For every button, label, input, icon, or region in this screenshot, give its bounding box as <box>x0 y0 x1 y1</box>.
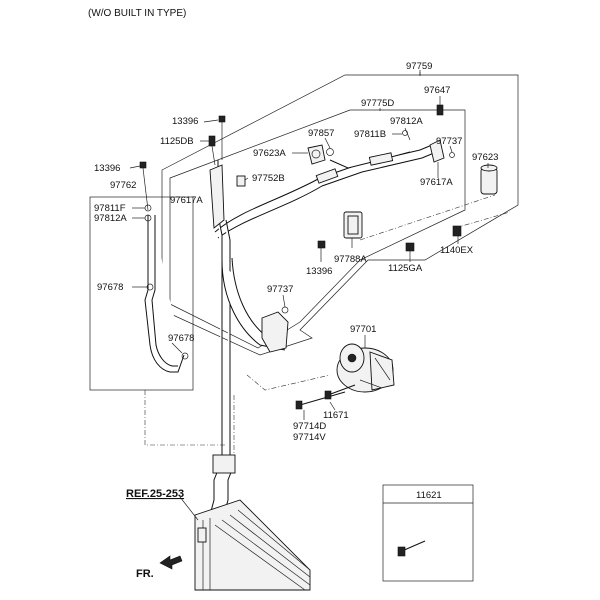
nut-13396-mid <box>317 240 326 249</box>
label-97759: 97759 <box>406 61 432 72</box>
label-97737-mid: 97737 <box>267 284 293 295</box>
bolt-1125DB <box>208 135 216 166</box>
label-1140EX: 1140EX <box>440 245 474 256</box>
bolt-13396-left <box>139 161 149 211</box>
bracket-97617A-right <box>429 139 445 163</box>
label-11671: 11671 <box>323 410 349 421</box>
bolt-1125GA <box>405 242 415 252</box>
diagram-title: (W/O BUILT IN TYPE) <box>88 8 186 19</box>
ref-line-compressor <box>246 374 331 391</box>
label-97617A-left: 97617A <box>170 195 203 206</box>
assembly-outline-97775D <box>169 109 466 349</box>
condenser <box>194 499 311 591</box>
hose-sleeve-upper <box>368 152 394 166</box>
pipe-condenser-inlet <box>209 469 219 516</box>
label-97714V: 97714V <box>293 432 326 443</box>
label-97812A-top: 97812A <box>390 116 423 127</box>
label-97775D: 97775D <box>361 98 394 109</box>
oring-97678-lower <box>181 352 189 360</box>
oring-97811B <box>402 130 408 136</box>
label-97678-lower: 97678 <box>168 333 194 344</box>
label-13396-mid: 13396 <box>306 266 332 277</box>
bolt-11671 <box>324 384 356 400</box>
pipe-vertical-line-2 <box>225 219 231 470</box>
label-97623: 97623 <box>472 152 498 163</box>
label-97647: 97647 <box>424 85 450 96</box>
label-97811B: 97811B <box>354 129 386 140</box>
ref-line-1140ex <box>454 211 511 229</box>
label-1125DB: 1125DB <box>160 136 194 147</box>
clip-97752B <box>236 175 246 187</box>
compressor-97701 <box>336 343 395 393</box>
pressure-sensor-97788A <box>343 211 363 239</box>
assembly-outline-97762 <box>89 196 194 391</box>
bracket-97617A-left <box>209 164 225 229</box>
label-97812A-left: 97812A <box>94 213 127 224</box>
oring-97737-mid <box>281 306 289 314</box>
label-97678-upper: 97678 <box>97 282 123 293</box>
bolt-97714 <box>295 391 346 410</box>
label-11621: 11621 <box>416 490 442 501</box>
label-97737-top: 97737 <box>436 136 462 147</box>
label-97623A: 97623A <box>253 148 286 159</box>
label-97617A-right: 97617A <box>420 177 453 188</box>
label-97762: 97762 <box>110 180 136 191</box>
label-1125GA: 1125GA <box>388 263 423 274</box>
oring-97857 <box>326 148 334 156</box>
reference-label: REF.25-253 <box>126 488 184 500</box>
receiver-drier-97623 <box>480 164 498 195</box>
leader-lines <box>129 70 489 521</box>
hose-sleeve-lower <box>315 168 339 184</box>
label-97811F: 97811F <box>94 203 126 214</box>
condenser-connector <box>212 454 236 474</box>
ref-line-receiver <box>359 194 496 241</box>
front-arrow-icon <box>159 555 183 570</box>
oring-97737-top <box>449 152 455 158</box>
front-label: FR. <box>136 568 154 580</box>
bolt-13396-top <box>218 115 226 160</box>
ref-line-left <box>144 390 225 446</box>
label-97788A: 97788A <box>334 254 367 265</box>
label-13396-top: 13396 <box>172 116 198 127</box>
bolt-1140EX <box>452 225 462 237</box>
hose-fitting-97737 <box>261 311 289 353</box>
bolt-97647 <box>436 104 444 116</box>
label-97714D: 97714D <box>293 421 326 432</box>
pipe-left-line-2 <box>151 215 178 367</box>
label-97752B: 97752B <box>252 173 285 184</box>
inset-box-11621 <box>382 484 474 582</box>
clamp-97623A <box>307 144 326 165</box>
label-13396-left: 13396 <box>94 163 120 174</box>
pipe-upper-line-2 <box>217 152 435 239</box>
assembly-outline-97759 <box>161 74 519 356</box>
label-97857: 97857 <box>308 128 334 139</box>
label-97701: 97701 <box>350 324 376 335</box>
